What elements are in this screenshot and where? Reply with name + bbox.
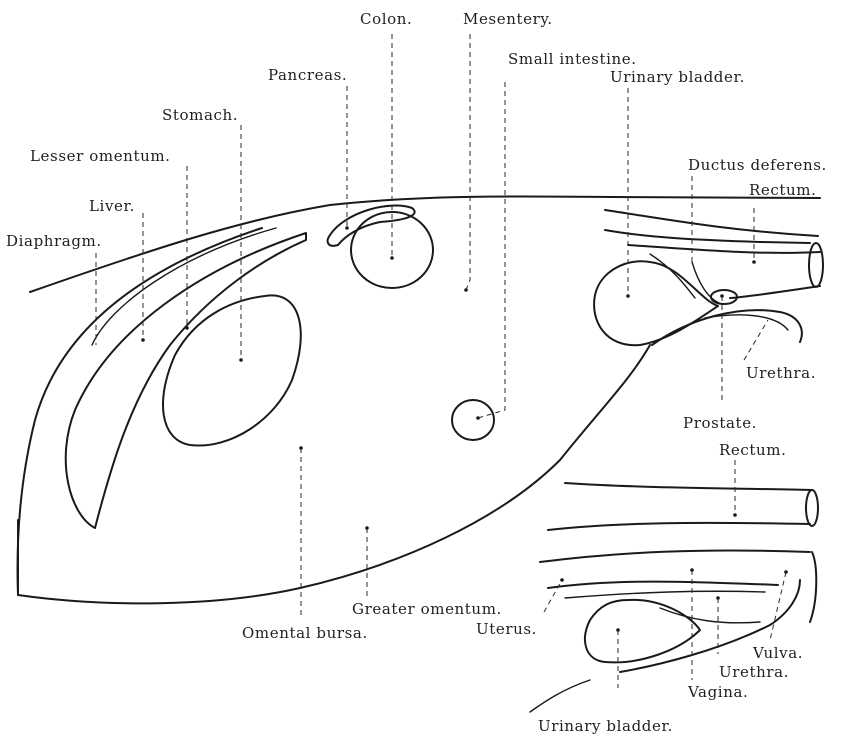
label-ductus-deferens: Ductus deferens. (688, 156, 827, 174)
label-colon: Colon. (360, 10, 412, 28)
label-prostate: Prostate. (683, 414, 757, 432)
label-urethra-female: Urethra. (719, 663, 789, 681)
small-intestine-shape (452, 400, 494, 440)
pancreas-shape (328, 206, 415, 246)
label-pancreas: Pancreas. (268, 66, 347, 84)
labels: Colon. Mesentery. Small intestine. Pancr… (6, 10, 827, 735)
label-vagina: Vagina. (687, 683, 748, 701)
label-uterus: Uterus. (476, 620, 537, 638)
label-rectum-female: Rectum. (719, 441, 786, 459)
label-liver: Liver. (89, 197, 135, 215)
label-urethra: Urethra. (746, 364, 816, 382)
stomach-shape (163, 295, 301, 445)
label-urinary-bladder-female: Urinary bladder. (538, 717, 673, 735)
label-diaphragm: Diaphragm. (6, 232, 102, 250)
label-lesser-omentum: Lesser omentum. (30, 147, 171, 165)
label-mesentery: Mesentery. (463, 10, 553, 28)
label-omental-bursa: Omental bursa. (242, 624, 368, 642)
leader-lines (96, 34, 786, 688)
label-urinary-bladder: Urinary bladder. (610, 68, 745, 86)
label-small-intestine: Small intestine. (508, 50, 637, 68)
label-vulva: Vulva. (752, 644, 803, 662)
label-stomach: Stomach. (162, 106, 238, 124)
label-rectum: Rectum. (749, 181, 816, 199)
liver-shape (66, 233, 306, 528)
label-greater-omentum: Greater omentum. (352, 600, 502, 618)
